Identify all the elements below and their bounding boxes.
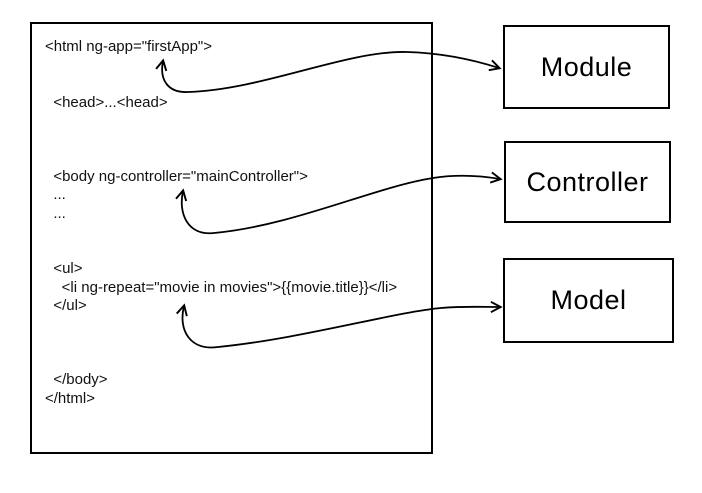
model-box: Model [503, 258, 674, 343]
code-box [30, 22, 433, 454]
module-box-label: Module [540, 51, 633, 82]
module-box: Module [503, 25, 670, 109]
controller-box: Controller [504, 141, 671, 223]
model-box-label: Model [550, 285, 627, 315]
code-lines: <html ng-app="firstApp"> <head>...<head>… [45, 38, 398, 407]
controller-box-label: Controller [526, 166, 649, 197]
